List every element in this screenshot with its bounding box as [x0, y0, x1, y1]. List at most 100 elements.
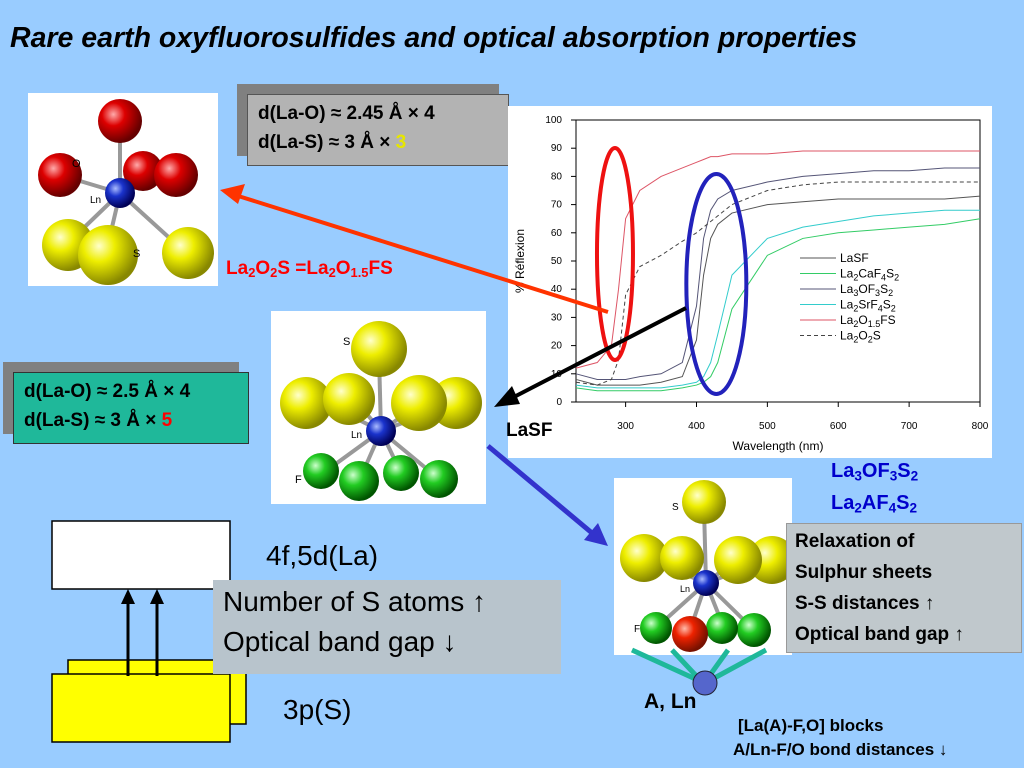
series-line-la2srf4s2	[575, 209, 980, 389]
x-tick-label: 800	[972, 421, 989, 432]
t: OF	[861, 460, 890, 482]
legend-text: CaF	[858, 267, 881, 281]
legend-text: S	[883, 298, 891, 312]
s: 4	[888, 500, 897, 516]
legend-sub: 2	[888, 288, 893, 298]
relax-line1: Relaxation of	[795, 531, 915, 552]
trend-line-band-gap: Optical band gap ↓	[223, 626, 457, 657]
legend-sub: 2	[891, 304, 896, 314]
sulfur-atom	[682, 480, 726, 524]
t: AF	[861, 492, 889, 514]
distance-line-la-s: d(La-S) ≈ 3 Å × 5	[24, 406, 238, 435]
atom-label-ln: Ln	[680, 584, 690, 594]
fluorine-atom	[640, 612, 672, 644]
lanthanum-atom	[693, 570, 719, 596]
relax-line3: S-S distances ↑	[795, 593, 935, 614]
s: 2	[854, 500, 862, 516]
distance-line-la-s: d(La-S) ≈ 3 Å × 3	[258, 128, 498, 157]
atom-label-s: S	[672, 502, 679, 513]
t: S =La	[277, 258, 329, 279]
oxygen-atom	[38, 153, 82, 197]
y-tick-label: 10	[551, 369, 563, 380]
legend-text: S	[886, 267, 894, 281]
t: La	[226, 258, 249, 279]
atom-label-o: O	[72, 158, 81, 170]
legend-text: La	[840, 298, 854, 312]
blocks-line2: A/Ln-F/O bond distances ↓	[733, 740, 948, 759]
lanthanum-atom	[105, 178, 135, 208]
oxygen-atom	[98, 99, 142, 143]
plot-frame	[575, 119, 981, 403]
atom-label-s: S	[133, 248, 140, 260]
legend-entry: La2​CaF4​S2​	[840, 267, 899, 283]
valence-band-front	[51, 673, 231, 743]
sulfur-atom	[280, 377, 332, 429]
s: 2	[910, 468, 919, 484]
legend-entry: La3​OF3​S2​	[840, 282, 893, 298]
legend-sub: 3	[853, 288, 858, 298]
legend-sub: 1.5	[868, 319, 881, 329]
t: FS	[368, 258, 393, 279]
y-tick-label: 40	[551, 284, 563, 295]
y-tick-label: 90	[551, 143, 563, 154]
t: La	[831, 492, 855, 514]
legend-text: O	[858, 313, 867, 327]
x-tick-label: 700	[901, 421, 918, 432]
legend-text: SrF	[858, 298, 877, 312]
highlight-count: 3	[395, 132, 407, 153]
highlight-ellipse-red	[594, 146, 635, 362]
molecule-la2af4s2: S Ln F	[614, 478, 796, 655]
fluorine-atom	[303, 453, 339, 489]
fluorine-atom	[383, 455, 419, 491]
sulfur-atom	[162, 227, 214, 279]
legend-sub: 4	[881, 273, 886, 283]
oxygen-atom	[123, 151, 163, 191]
legend-text: FS	[880, 313, 895, 327]
conduction-band-box	[51, 520, 231, 590]
legend-entry: La2​O2​S	[840, 329, 881, 345]
relax-line4: Optical band gap ↑	[795, 624, 964, 645]
y-tick-label: 80	[551, 171, 563, 182]
atom-label-f: F	[295, 474, 302, 486]
y-tick-label: 50	[551, 256, 563, 267]
legend-sub: 2	[868, 335, 873, 345]
relax-line2: Sulphur sheets	[795, 562, 933, 583]
t: S	[897, 460, 911, 482]
sulfur-atom	[391, 375, 447, 431]
band-lower-label: 3p(S)	[283, 694, 352, 725]
x-tick-label: 600	[830, 421, 847, 432]
s: 1.5	[350, 265, 369, 281]
legend-text: La	[840, 313, 854, 327]
legend-sub: 2	[853, 335, 858, 345]
x-tick-label: 300	[617, 421, 634, 432]
molecule-la2o2s: O Ln S	[28, 93, 218, 286]
trend-box: Number of S atoms ↑ Optical band gap ↓	[213, 580, 561, 674]
y-tick-label: 60	[551, 228, 563, 239]
legend-sub: 2	[853, 304, 858, 314]
x-tick-label: 500	[759, 421, 776, 432]
slide-title: Rare earth oxyfluorosulfides and optical…	[10, 22, 858, 54]
sulfur-atom	[351, 321, 407, 377]
sulfur-atom	[714, 536, 762, 584]
legend-text: S	[873, 329, 881, 343]
distance-line-la-o: d(La-O) ≈ 2.45 Å × 4	[258, 103, 435, 124]
t: S	[896, 492, 910, 514]
series-line-la3of3s2	[575, 167, 980, 380]
a-site-atom	[672, 616, 708, 652]
sulfur-atom	[620, 534, 668, 582]
y-tick-label: 100	[545, 115, 562, 126]
a-ln-site-atom	[692, 670, 718, 696]
fluorine-atom	[737, 613, 771, 647]
x-axis-label: Wavelength (nm)	[733, 439, 824, 453]
highlight-count: 5	[161, 410, 173, 431]
series-line-lasf	[575, 195, 981, 386]
distance-text: d(La-S) ≈ 3 Å ×	[24, 410, 162, 431]
legend-text: La	[840, 267, 854, 281]
series-line-la2o2s	[575, 181, 980, 386]
legend-sub: 4	[878, 304, 883, 314]
x-tick-label: 400	[688, 421, 705, 432]
highlight-ellipse-blue	[684, 172, 749, 396]
fluorine-atom	[339, 461, 379, 501]
s: 3	[889, 468, 898, 484]
